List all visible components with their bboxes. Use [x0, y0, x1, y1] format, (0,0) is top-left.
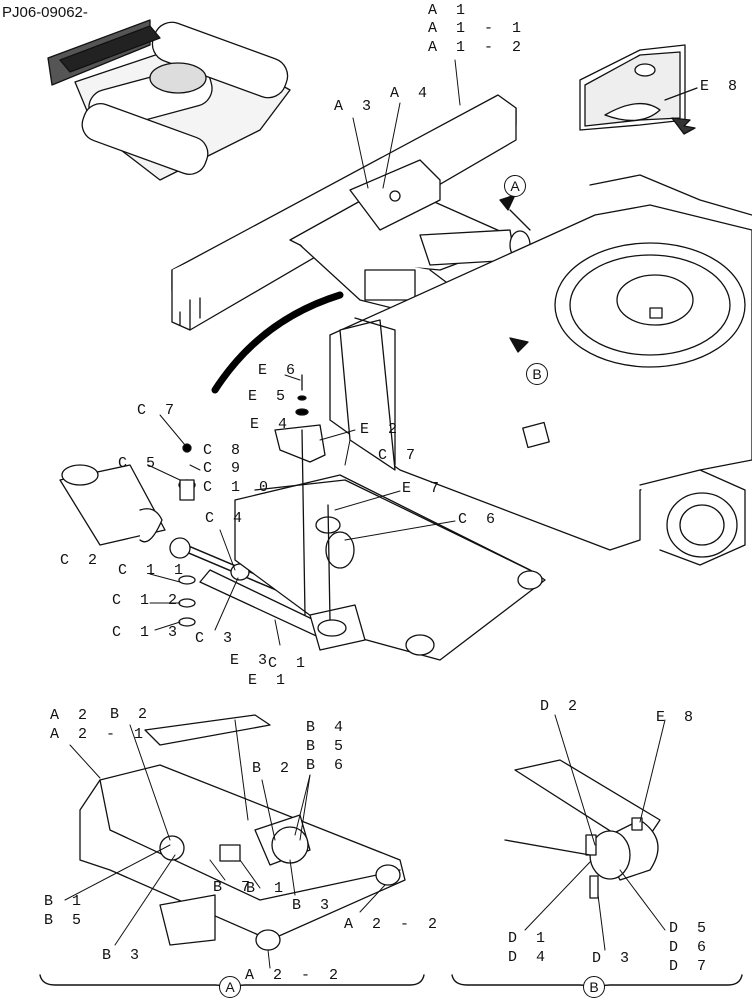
label-a4: A 4	[390, 85, 433, 102]
label-c10: C 1 0	[203, 479, 274, 496]
label-c7-right: C 7	[378, 447, 421, 464]
label-b4: B 4	[306, 719, 349, 736]
label-e8-bottom: E 8	[656, 709, 699, 726]
callout-a-top: A	[504, 175, 526, 197]
label-e2: E 2	[360, 421, 403, 438]
label-d7: D 7	[669, 958, 712, 975]
label-d3: D 3	[592, 950, 635, 967]
leader-lines	[64, 59, 666, 969]
label-b3-right: B 3	[292, 897, 335, 914]
label-a1: A 1	[428, 2, 471, 19]
label-d6: D 6	[669, 939, 712, 956]
label-a2-2-bottom: A 2 - 2	[245, 967, 344, 984]
label-e5: E 5	[248, 388, 291, 405]
callout-b-top: B	[526, 363, 548, 385]
label-c2: C 2	[60, 552, 103, 569]
label-b2-right: B 2	[252, 760, 295, 777]
callout-a-bottom: A	[219, 976, 241, 998]
label-a2: A 2	[50, 707, 93, 724]
label-c5: C 5	[118, 455, 161, 472]
label-a1-2: A 1 - 2	[428, 39, 527, 56]
group-brackets	[39, 974, 743, 991]
label-a1-1: A 1 - 1	[428, 20, 527, 37]
label-c1: C 1	[268, 655, 311, 672]
label-c11: C 1 1	[118, 562, 189, 579]
label-d1: D 1	[508, 930, 551, 947]
callout-b-bottom: B	[583, 976, 605, 998]
label-e1: E 1	[248, 672, 291, 689]
label-c12: C 1 2	[112, 592, 183, 609]
label-e8-top: E 8	[700, 78, 743, 95]
label-c3: C 3	[195, 630, 238, 647]
label-a2-1: A 2 - 1	[50, 726, 149, 743]
swing-arm	[234, 374, 546, 661]
label-b2-left: B 2	[110, 706, 153, 723]
drawing-code: PJ06-09062-	[2, 4, 88, 21]
label-b3-left: B 3	[102, 947, 145, 964]
label-c9: C 9	[203, 460, 246, 477]
label-b5-left: B 5	[44, 912, 87, 929]
inset-bracket	[579, 44, 698, 135]
arrow-a	[499, 194, 531, 231]
label-b1-left: B 1	[44, 893, 87, 910]
label-e7: E 7	[402, 480, 445, 497]
label-e3: E 3	[230, 652, 273, 669]
label-b7: B 7	[213, 879, 256, 896]
label-e4: E 4	[250, 416, 293, 433]
excavator-thumbnail	[47, 19, 291, 181]
label-b1-mid: B 1	[246, 880, 289, 897]
label-a2-2-right: A 2 - 2	[344, 916, 443, 933]
sweep-arrow	[211, 291, 344, 394]
label-c13: C 1 3	[112, 624, 183, 641]
label-e6: E 6	[258, 362, 301, 379]
label-b5-right: B 5	[306, 738, 349, 755]
label-d5: D 5	[669, 920, 712, 937]
label-c4: C 4	[205, 510, 248, 527]
label-c7-left: C 7	[137, 402, 180, 419]
label-c6: C 6	[458, 511, 501, 528]
detail-a	[79, 714, 406, 951]
label-a3: A 3	[334, 98, 377, 115]
label-b6: B 6	[306, 757, 349, 774]
detail-b	[504, 759, 661, 899]
label-d4: D 4	[508, 949, 551, 966]
label-c8: C 8	[203, 442, 246, 459]
label-d2: D 2	[540, 698, 583, 715]
